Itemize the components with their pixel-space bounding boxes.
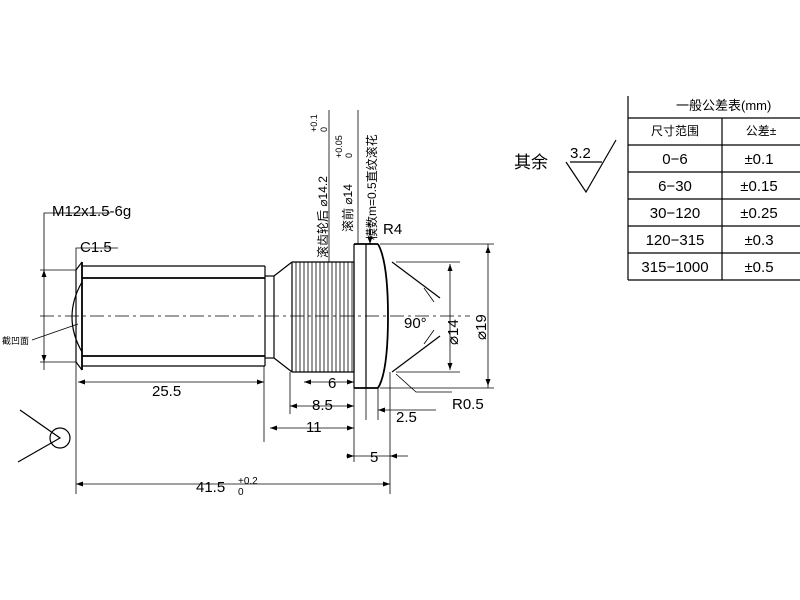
arrowhead bbox=[347, 453, 354, 459]
tolerance-table-cells: 尺寸范围 公差± 0−6 ±0.1 6−30 ±0.15 30−120 ±0.25 120−31… bbox=[641, 124, 777, 276]
surface-finish-symbol bbox=[565, 139, 617, 194]
table-cell-tolerance: ±0.1 bbox=[744, 151, 773, 168]
countersink-lines bbox=[391, 261, 441, 373]
spline-module-text: 模数m=0.5直纹滚花 bbox=[364, 134, 379, 240]
arrowhead bbox=[485, 246, 491, 253]
table-cell-range: 315−1000 bbox=[641, 259, 708, 276]
dim-5-label: 5 bbox=[370, 449, 378, 466]
table-cell-range: 6−30 bbox=[658, 178, 692, 195]
part-outline bbox=[71, 243, 389, 389]
dimension-lines bbox=[31, 110, 494, 494]
arrowhead bbox=[390, 453, 397, 459]
arrowhead bbox=[447, 363, 453, 370]
surface-finish-prefix: 其余 bbox=[514, 153, 548, 172]
table-cell-range: 0−6 bbox=[662, 151, 687, 168]
arrowhead bbox=[76, 481, 83, 487]
arrowhead bbox=[367, 237, 373, 244]
spline-dia-tol-lower: 0 bbox=[344, 153, 354, 158]
arrowhead bbox=[290, 403, 297, 409]
dimension-arrowheads bbox=[41, 237, 491, 487]
dia-14-label: ⌀14 bbox=[445, 319, 462, 345]
end-face-note: 截凹面 bbox=[2, 335, 29, 346]
table-cell-tolerance: ±0.25 bbox=[740, 205, 777, 222]
radius-top-label: R4 bbox=[383, 221, 402, 238]
dim-2-5-label: 2.5 bbox=[396, 409, 417, 426]
table-header-cell: 公差± bbox=[746, 124, 777, 138]
knurl-dia-text: 滚齿轮后 ⌀14.2 bbox=[315, 176, 330, 258]
tolerance-table-grid bbox=[628, 117, 800, 281]
arrowhead bbox=[378, 407, 385, 413]
arrowhead bbox=[347, 403, 354, 409]
arrowhead bbox=[383, 481, 390, 487]
tolerance-table: 一般公差表(mm) 尺寸范围 公差± 0−6 ±0.1 6−30 ±0.15 30−120 ±… bbox=[627, 96, 800, 281]
arrowhead bbox=[270, 425, 277, 431]
arrowhead bbox=[485, 379, 491, 386]
knurl-hatching bbox=[295, 262, 353, 372]
arrowhead bbox=[447, 264, 453, 271]
dim-8-5-label: 8.5 bbox=[312, 397, 333, 414]
knurl-dia-tol-lower: 0 bbox=[319, 127, 329, 132]
table-cell-tolerance: ±0.5 bbox=[744, 259, 773, 276]
dim-25-5-label: 25.5 bbox=[152, 383, 181, 400]
chamfer-label: C1.5 bbox=[80, 239, 112, 256]
knurl-dia-tol-upper: +0.1 bbox=[309, 114, 319, 132]
dim-11-label: 11 bbox=[306, 419, 322, 436]
arrowhead bbox=[257, 379, 264, 385]
arrowhead bbox=[304, 379, 311, 385]
dim-41-5-tol-lower: 0 bbox=[238, 487, 244, 498]
arrowhead bbox=[78, 379, 85, 385]
dim-41-5: 41.5 +0.2 0 bbox=[196, 476, 258, 498]
knurl-annotation: 滚齿轮后 ⌀14.2 +0.1 0 bbox=[309, 114, 330, 258]
surface-finish-value: 3.2 bbox=[570, 145, 591, 162]
arrowhead bbox=[347, 425, 354, 431]
radius-bottom-label: R0.5 bbox=[452, 396, 484, 413]
table-cell-tolerance: ±0.3 bbox=[744, 232, 773, 249]
arrowhead bbox=[347, 379, 354, 385]
thread-label: M12x1.5-6g bbox=[52, 203, 131, 220]
table-cell-tolerance: ±0.15 bbox=[740, 178, 777, 195]
spline-dia-text: 滚前 ⌀14 bbox=[340, 184, 355, 232]
arrowhead bbox=[41, 355, 47, 362]
angle-label: 90° bbox=[404, 315, 427, 332]
dim-41-5-tol-upper: +0.2 bbox=[238, 476, 258, 487]
spline-dia-tol-upper: +0.05 bbox=[334, 135, 344, 158]
dia-19-label: ⌀19 bbox=[473, 314, 490, 340]
table-header-cell: 尺寸范围 bbox=[651, 124, 699, 138]
dim-41-5-label: 41.5 bbox=[196, 479, 225, 496]
spline-annotation: 滚前 ⌀14 +0.05 0 bbox=[334, 135, 355, 232]
surface-finish: 其余 3.2 bbox=[514, 139, 617, 194]
table-cell-range: 30−120 bbox=[650, 205, 700, 222]
dim-6-label: 6 bbox=[328, 375, 336, 392]
datum-symbol bbox=[17, 409, 71, 463]
arrowhead bbox=[41, 270, 47, 277]
table-cell-range: 120−315 bbox=[646, 232, 705, 249]
tolerance-table-title: 一般公差表(mm) bbox=[676, 98, 771, 113]
